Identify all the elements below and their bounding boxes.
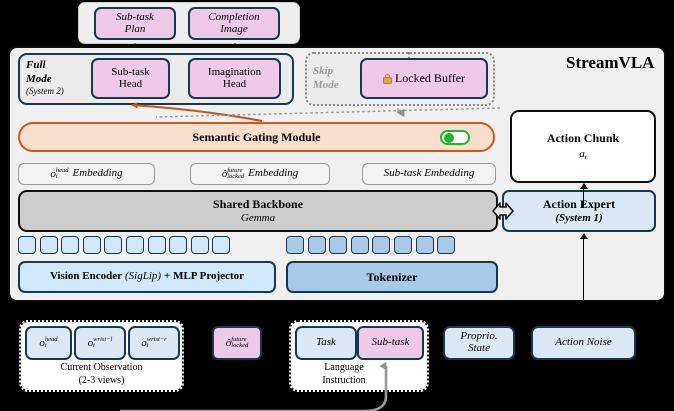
text-token-chip	[329, 236, 348, 254]
vision-token-chip	[61, 236, 80, 254]
shared-backbone-subtitle: Gemma	[240, 211, 276, 224]
action-chunk-symbol: at	[579, 148, 587, 161]
action-chunk-title: Action Chunk	[546, 131, 620, 146]
vision-token-chip	[18, 236, 36, 254]
locked-buffer-label: Locked Buffer	[394, 71, 466, 86]
proprio-state-line2: State	[468, 342, 490, 354]
output-completion-image: Completion Image	[188, 7, 280, 40]
skip-mode-label-line2: Mode	[313, 79, 339, 92]
text-token-chip	[372, 236, 391, 254]
text-token-chip	[415, 236, 434, 254]
subtask-head-line2: Head	[118, 77, 143, 90]
task-chip-label: Task	[316, 336, 336, 349]
action-expert-subtitle: (System 1)	[555, 211, 603, 224]
subtask-head[interactable]: Sub-task Head	[91, 58, 170, 99]
semantic-gating-label: Semantic Gating Module	[192, 129, 321, 144]
skip-mode-label: Skip Mode	[313, 64, 361, 93]
task-chip: Task	[295, 326, 357, 360]
locked-buffer[interactable]: Locked Buffer	[360, 58, 488, 99]
vision-token-chip	[82, 236, 101, 254]
output-completion-image-line1: Completion	[208, 10, 260, 23]
imagination-head-line1: Imagination	[207, 65, 262, 78]
vision-encoder-pre: Vision Encoder	[49, 270, 122, 283]
embedding-locked-suffix: Embedding	[248, 167, 299, 180]
vision-token-chip	[104, 236, 123, 254]
vision-token-chips	[18, 236, 231, 254]
full-mode-label: Full Mode (System 2)	[26, 58, 88, 98]
vision-token-chip	[125, 236, 144, 254]
action-expert: Action Expert (System 1)	[502, 190, 656, 232]
vision-token-chip	[169, 236, 188, 254]
shared-backbone-title: Shared Backbone	[212, 196, 304, 211]
action-noise-label: Action Noise	[555, 336, 612, 349]
embedding-subtask: Sub-task Embedding	[362, 163, 496, 185]
subtask-head-line1: Sub-task	[111, 65, 150, 78]
semantic-gating-module[interactable]: Semantic Gating Module	[18, 122, 495, 152]
observation-caption-line2: (2-3 views)	[78, 374, 125, 386]
vision-encoder-post: + MLP Projector	[164, 270, 245, 283]
gating-toggle-knob	[443, 132, 454, 143]
vision-token-chip	[190, 236, 209, 254]
text-token-chip	[393, 236, 412, 254]
page-title: StreamVLA	[566, 53, 655, 72]
output-subtask-plan-line2: Plan	[124, 22, 146, 35]
vision-token-chip	[39, 236, 58, 254]
action-expert-title: Action Expert	[542, 196, 616, 211]
output-completion-image-line2: Image	[220, 22, 248, 35]
proprio-state: Proprio. State	[443, 326, 515, 360]
tokenizer-label: Tokenizer	[366, 269, 418, 284]
full-mode-label-line1: Full	[26, 59, 46, 71]
text-token-chip	[350, 236, 369, 254]
action-chunk: Action Chunk at	[510, 110, 656, 183]
action-noise: Action Noise	[531, 326, 636, 360]
language-caption-line2: Instruction	[322, 374, 366, 386]
vision-encoder-paren: (SigLip)	[124, 270, 162, 283]
embedding-head-suffix: Embedding	[72, 167, 123, 180]
subtask-chip-label: Sub-task	[371, 336, 410, 349]
shared-backbone: Shared Backbone Gemma	[18, 190, 498, 232]
language-caption-line1: Language	[324, 362, 364, 373]
language-caption: Language Instruction	[289, 362, 399, 387]
gating-toggle[interactable]	[440, 130, 470, 145]
subtask-chip: Sub-task	[357, 326, 424, 360]
imagination-head[interactable]: Imagination Head	[188, 58, 281, 99]
vision-token-chip	[147, 236, 166, 254]
text-token-chip	[307, 236, 326, 254]
vision-token-chip	[212, 236, 231, 254]
text-token-chip	[437, 236, 456, 254]
full-mode-label-line2: Mode	[26, 73, 52, 86]
tokenizer: Tokenizer	[286, 261, 498, 293]
observation-caption-line1: Current Observation	[60, 362, 143, 373]
output-subtask-plan-line1: Sub-task	[116, 10, 154, 23]
vision-encoder: Vision Encoder (SigLip) + MLP Projector	[18, 261, 276, 293]
proprio-state-line1: Proprio.	[460, 330, 498, 343]
observation-caption: Current Observation (2-3 views)	[19, 362, 184, 387]
full-mode-label-line3: (System 2)	[26, 86, 64, 97]
output-subtask-plan: Sub-task Plan	[94, 7, 176, 40]
embedding-subtask-label: Sub-task Embedding	[383, 167, 475, 180]
imagination-head-line2: Head	[222, 77, 247, 90]
text-token-chip	[286, 236, 304, 254]
skip-mode-label-line1: Skip	[313, 65, 334, 77]
text-token-chips	[286, 236, 456, 254]
lock-icon	[382, 73, 392, 84]
